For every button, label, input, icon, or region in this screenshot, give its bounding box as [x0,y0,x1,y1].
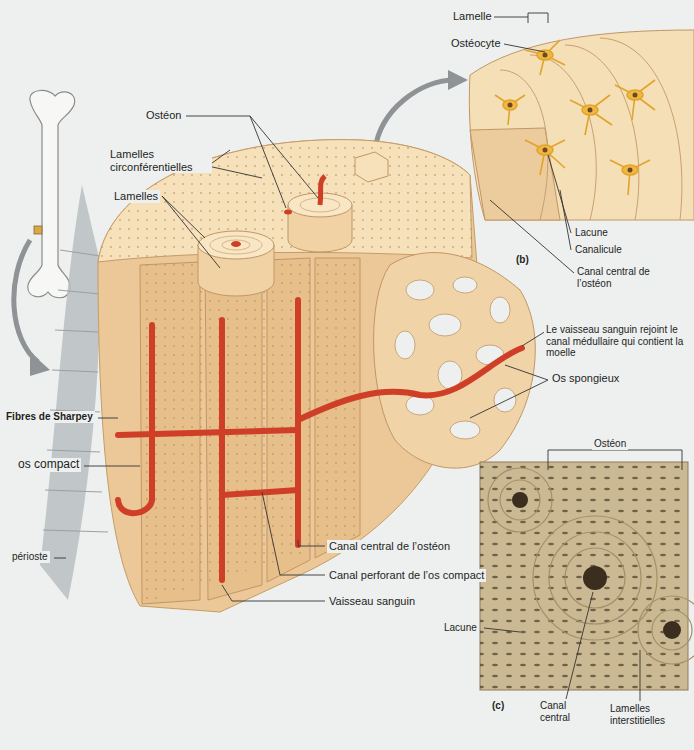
spongy-bone [374,253,536,469]
part-label: Canal central [538,700,594,723]
zoom-arrow [375,80,455,150]
part-label: (c) [490,700,506,712]
osteon-cylinder [198,176,352,296]
part-label: os compact [16,458,81,472]
part-label: Lamelle [451,10,494,23]
arrow-head [448,70,468,90]
part-label: (b) [514,254,531,266]
part-label: Canal central de l’ostéon [327,540,452,553]
part-label: périoste [10,551,50,563]
part-label: Os spongieux [550,372,621,385]
part-label: Ostéon [144,109,183,122]
part-label: Lamelles circonférentielles [108,148,212,173]
part-label: Canal perforant de l’os compact [327,569,486,582]
long-bone-icon [28,90,75,297]
part-label: Lamelles [112,190,160,203]
part-label: Ostéocyte [449,37,503,50]
osteon-detail-inset [469,30,694,220]
part-label: Lacune [442,622,479,634]
arrow-head [30,352,50,376]
micrograph [480,462,694,690]
part-label: Lacune [573,227,610,239]
part-label: Vaisseau sanguin [327,595,417,608]
part-label: Fibres de Sharpey [4,411,95,423]
zoom-arrow [14,240,38,362]
periosteum [40,185,100,600]
part-label: Le vaisseau sanguin rejoint le canal méd… [544,324,690,359]
part-label: Canal central de l’ostéon [575,266,669,289]
sample-cube [355,152,388,182]
part-label: Lamelles interstitielles [608,703,690,726]
blood-vessel [118,300,522,580]
part-label: Canalicule [573,244,624,256]
part-label: Ostéon [592,438,628,450]
